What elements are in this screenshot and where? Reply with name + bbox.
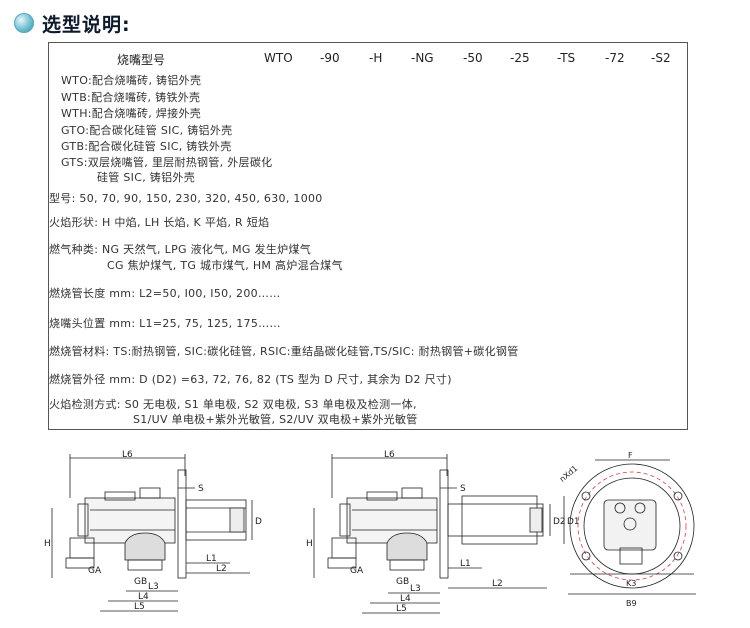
dimension-drawings: L6 S D	[30, 448, 720, 620]
svg-text:D1: D1	[567, 517, 580, 527]
svg-text:GA: GA	[350, 566, 364, 576]
type-item-continued: 硅管 SIC, 铸铝外壳	[97, 171, 195, 184]
type-item: WTH:配合烧嘴砖, 焊接外壳	[61, 107, 202, 120]
svg-text:L3: L3	[148, 582, 159, 592]
section-title: 选型说明:	[42, 13, 131, 36]
burner-drawing-2: L6 S D2 D1 H GA GB L1	[306, 450, 580, 614]
tube-length-options: 燃烧管长度 mm: L2=50, I00, I50, 200……	[49, 287, 281, 300]
bullet-circle-icon	[14, 13, 34, 33]
type-item: GTB:配合碳化硅管 SIC, 铸铁外壳	[61, 140, 232, 153]
model-code-part: -72	[605, 51, 625, 65]
flame-shape-options: 火焰形状: H 中焰, LH 长焰, K 平焰, R 短焰	[49, 216, 270, 229]
svg-text:S: S	[460, 484, 466, 494]
svg-text:K3: K3	[626, 579, 636, 588]
svg-text:H: H	[44, 539, 51, 549]
dim-label: L6	[122, 450, 133, 460]
svg-text:GB: GB	[396, 577, 409, 587]
svg-text:B9: B9	[626, 599, 637, 608]
model-number-options: 型号: 50, 70, 90, 150, 230, 320, 450, 630,…	[49, 192, 323, 205]
type-item: WTB:配合烧嘴砖, 铸铁外壳	[61, 91, 201, 104]
svg-text:GB: GB	[134, 577, 147, 587]
svg-text:L2: L2	[216, 564, 227, 574]
model-code-header: 烧嘴型号	[117, 53, 166, 67]
head-position-options: 烧嘴头位置 mm: L1=25, 75, 125, 175……	[49, 317, 281, 330]
gas-type-options-continued: CG 焦炉煤气, TG 城市煤气, HM 高炉混合煤气	[107, 259, 343, 272]
svg-text:L6: L6	[384, 450, 395, 460]
type-item: GTS:双层烧嘴管, 里层耐热钢管, 外层碳化	[61, 156, 273, 169]
svg-text:D: D	[255, 517, 262, 527]
svg-text:GA: GA	[88, 566, 102, 576]
svg-text:L1: L1	[460, 559, 471, 569]
svg-text:D2: D2	[553, 517, 566, 527]
tube-diameter-options: 燃烧管外径 mm: D (D2) =63, 72, 76, 82 (TS 型为 …	[49, 373, 452, 386]
type-item: WTO:配合烧嘴砖, 铸铝外壳	[61, 74, 202, 87]
tube-material-options: 燃烧管材料: TS:耐热钢管, SIC:碳化硅管, RSIC:重结晶碳化硅管,T…	[49, 345, 519, 358]
model-code-part: -90	[320, 51, 340, 65]
model-code-part: -50	[463, 51, 483, 65]
svg-text:S: S	[198, 484, 204, 494]
svg-text:F: F	[628, 451, 633, 460]
svg-text:L1: L1	[206, 554, 217, 564]
svg-text:L4: L4	[400, 594, 411, 604]
model-code-part: -NG	[411, 51, 434, 65]
burner-drawing-3-front: F nXd1 K3 B9	[558, 451, 696, 608]
model-code-part: -TS	[557, 51, 576, 65]
gas-type-options: 燃气种类: NG 天然气, LPG 液化气, MG 发生炉煤气	[49, 243, 312, 256]
model-code-part: -25	[510, 51, 530, 65]
svg-text:L2: L2	[492, 579, 503, 589]
svg-text:H: H	[306, 539, 313, 549]
svg-text:L5: L5	[396, 604, 407, 614]
model-code-part: -S2	[651, 51, 671, 65]
svg-text:L3: L3	[410, 584, 421, 594]
selection-spec-box: 烧嘴型号 WTO -90 -H -NG -50 -25 -TS -72 -S2 …	[48, 42, 688, 430]
burner-drawing-1: L6 S D	[44, 450, 262, 612]
svg-text:L5: L5	[134, 602, 145, 612]
model-code-row: 烧嘴型号 WTO -90 -H -NG -50 -25 -TS -72 -S2	[49, 49, 687, 69]
model-code-part: -H	[369, 51, 383, 65]
svg-text:nXd1: nXd1	[558, 464, 580, 484]
model-code-part: WTO	[264, 51, 293, 65]
flame-detect-options-continued: S1/UV 单电极+紫外光敏管, S2/UV 双电极+紫外光敏管	[133, 413, 418, 426]
flame-detect-options: 火焰检测方式: S0 无电极, S1 单电极, S2 双电极, S3 单电极及检…	[49, 398, 417, 411]
svg-text:L4: L4	[138, 592, 149, 602]
section-header: 选型说明:	[14, 10, 131, 36]
type-item: GTO:配合碳化硅管 SIC, 铸铝外壳	[61, 124, 233, 137]
